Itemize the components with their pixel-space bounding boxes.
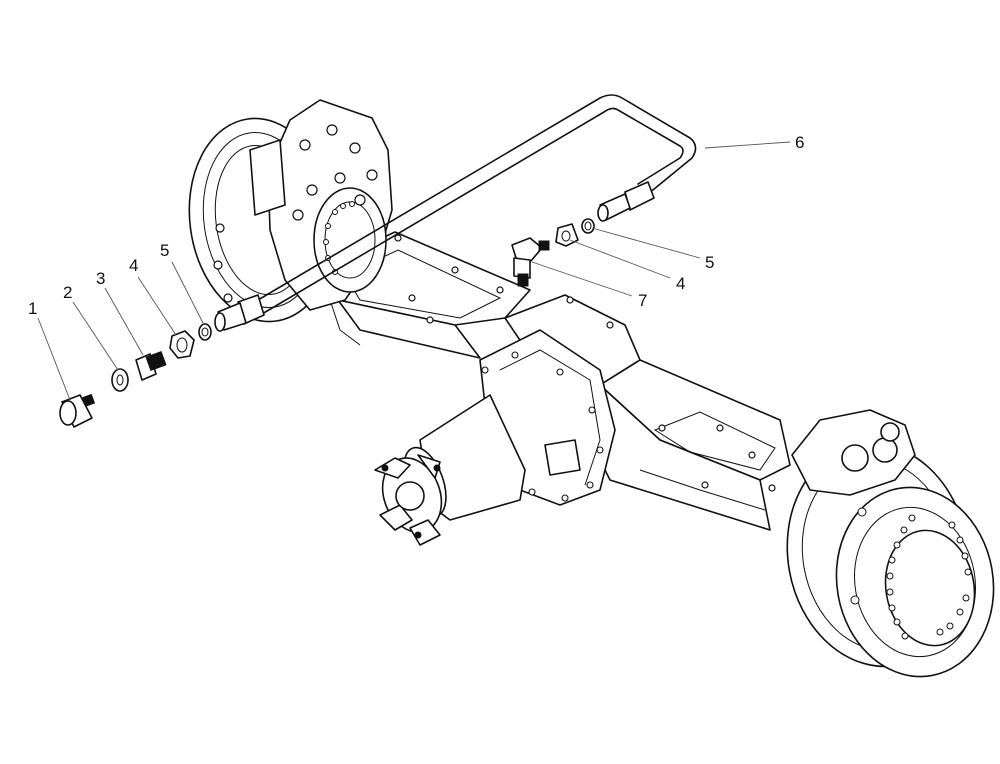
differential-housing [374, 329, 616, 546]
callout-4-left: 4 [129, 256, 138, 275]
right-fittings [511, 218, 595, 287]
left-fittings [59, 323, 212, 428]
callout-5-right: 5 [705, 253, 714, 272]
right-wheel-hub [786, 409, 995, 678]
callout-4-right: 4 [676, 274, 685, 293]
brake-pipe [214, 94, 697, 332]
callout-6: 6 [795, 133, 804, 152]
callout-3: 3 [96, 269, 105, 288]
left-wheel-hub [188, 99, 393, 323]
drive-flange [374, 454, 441, 546]
callout-2: 2 [63, 283, 72, 302]
callout-5-left: 5 [160, 241, 169, 260]
callout-1: 1 [28, 299, 37, 318]
leader-lines [37, 141, 791, 401]
callout-labels: 1 2 3 4 5 6 5 4 7 [28, 133, 804, 318]
callout-7: 7 [638, 291, 647, 310]
